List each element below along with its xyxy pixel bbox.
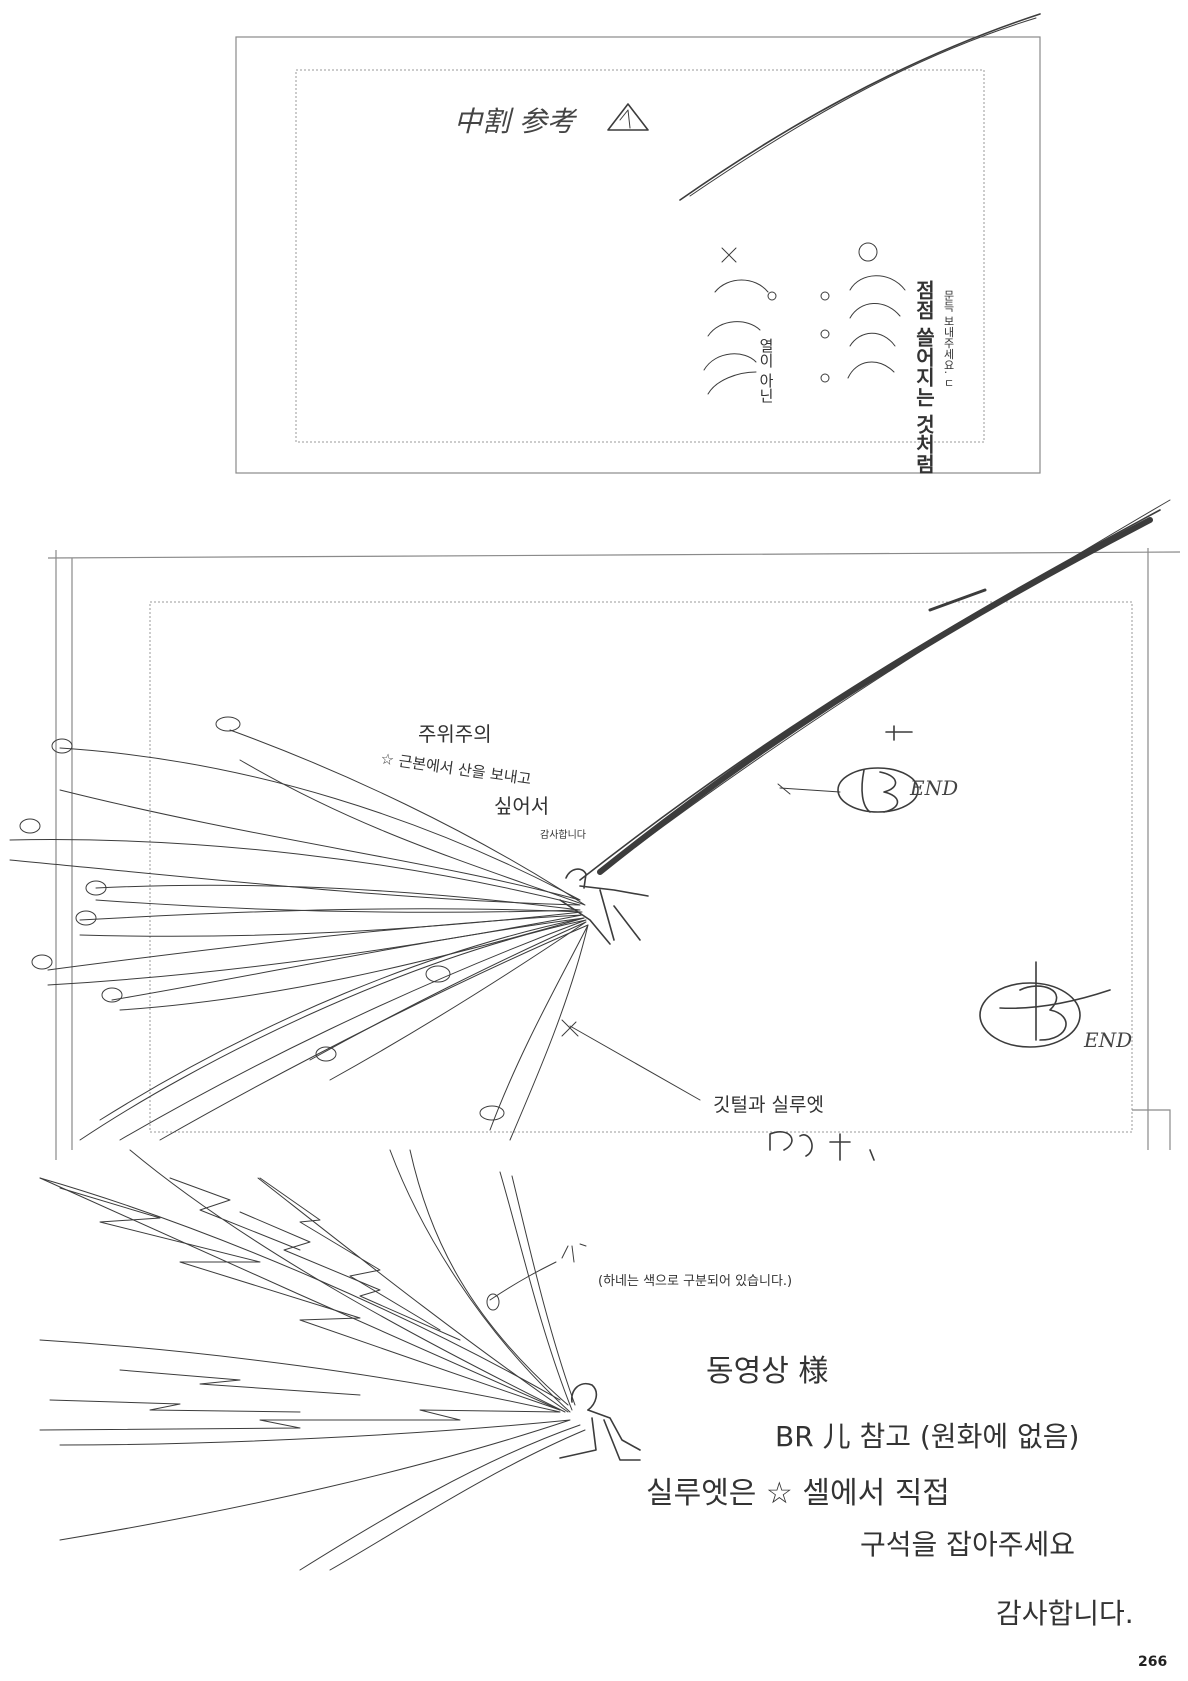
streak-top	[679, 13, 1041, 201]
figure-middle	[559, 868, 649, 945]
end-label-2: END	[1084, 1028, 1133, 1052]
composition-note: 구석을 잡아주세요	[860, 1528, 1075, 1561]
top-label-scribble: 中割 参考	[454, 105, 575, 138]
pointer-hane	[489, 1261, 557, 1301]
end-mark-1	[837, 725, 919, 813]
caution-title: 주위주의	[418, 722, 492, 746]
end-label-1: END	[910, 776, 959, 800]
page-number: 266	[1138, 1654, 1168, 1670]
caution-body-2: 싶어서	[494, 794, 550, 818]
top-vertical-note-2: 열이 아닌	[757, 338, 775, 403]
spacing-chart	[703, 242, 906, 395]
feather-note: 깃털과 실루엣	[713, 1094, 824, 1116]
pointer-feather	[569, 1025, 701, 1101]
thanks-note: 감사합니다.	[996, 1597, 1134, 1630]
silhouette-note: 실루엣은 ☆ 셀에서 직접	[646, 1476, 950, 1511]
thanks-small: 감사합니다	[540, 830, 586, 841]
br-note: BR 儿 참고 (원화에 없음)	[775, 1420, 1080, 1453]
wings-middle	[9, 729, 589, 1141]
beam-streak	[579, 499, 1171, 881]
middle-panel-frame	[47, 548, 1181, 1160]
number-marks	[19, 716, 505, 1121]
top-panel-frame	[235, 36, 1041, 474]
figure-bottom	[559, 1383, 641, 1461]
to-douga-note: 동영상 様	[706, 1354, 829, 1389]
rj-scribble	[769, 1131, 875, 1161]
wings-bottom	[39, 1149, 586, 1571]
hane-note: (하네는 색으로 구분되어 있습니다.)	[598, 1274, 793, 1289]
top-vertical-note-main: 점점 쓸어지는 것처럼	[912, 280, 936, 474]
end-mark-2	[979, 961, 1111, 1048]
circled-number-mark	[607, 103, 649, 131]
top-vertical-note-small: 문득 보내주세요. ㄷ	[942, 290, 955, 389]
